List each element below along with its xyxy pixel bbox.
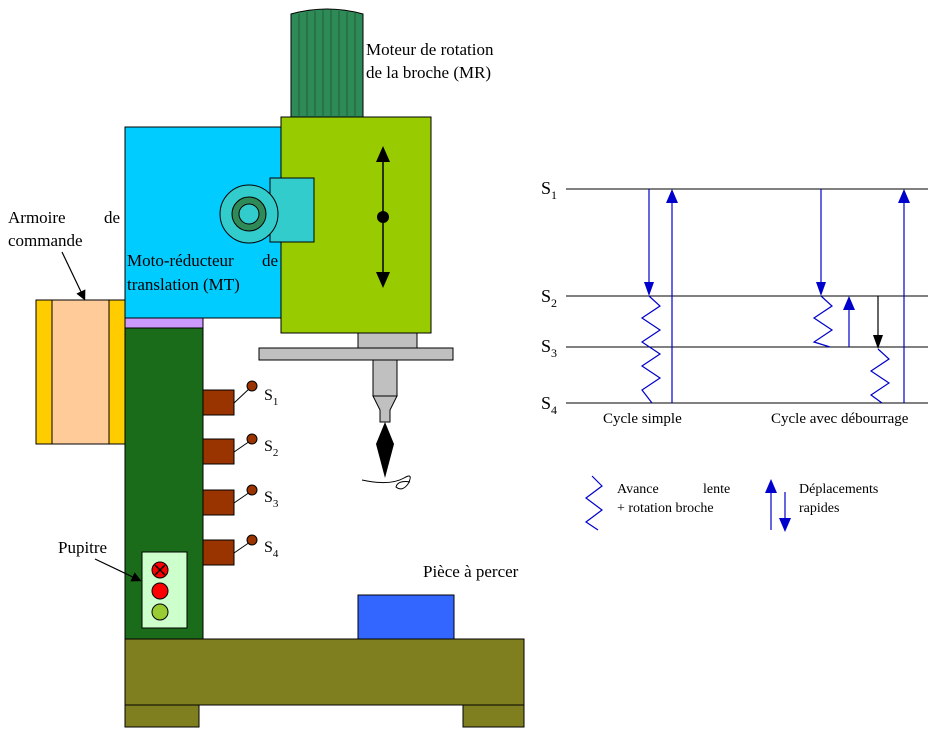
cabinet-label-de: de	[104, 208, 120, 227]
control-cabinet	[35, 299, 126, 445]
tool-holder	[372, 359, 398, 397]
stop-button-icon	[151, 582, 169, 600]
level-label-s4: S4	[541, 393, 557, 417]
cabinet-label-line2: commande	[8, 231, 83, 250]
level-label-s1: S1	[541, 178, 557, 202]
legend-slow-line1b: lente	[703, 482, 730, 497]
level-label-s2: S2	[541, 286, 557, 310]
sensor-label-s4: S4	[264, 539, 279, 560]
start-button-icon	[151, 603, 169, 621]
legend-rapid-line2: rapides	[799, 501, 839, 516]
level-label-s3: S3	[541, 336, 557, 360]
cabinet-callout-arrow	[61, 251, 86, 301]
reducer-label-line2: translation (MT)	[127, 275, 240, 294]
simple-cycle-path	[640, 189, 678, 404]
workpiece-label: Pièce à percer	[423, 562, 519, 581]
sensor-s2	[202, 433, 258, 465]
column-slide-strip	[124, 317, 204, 329]
sensor-s3	[202, 484, 258, 516]
sensor-s4	[202, 534, 258, 566]
control-console	[141, 551, 188, 629]
legend-slow-line2: + rotation broche	[617, 501, 714, 516]
drill-chip-curl	[361, 475, 411, 490]
machine-base	[124, 638, 525, 706]
sensor-label-s3: S3	[264, 489, 279, 510]
base-foot-left	[124, 704, 200, 728]
legend-rapid-line1: Déplacements	[799, 482, 878, 497]
spindle-nose	[357, 332, 418, 349]
head-travel-arrow	[376, 146, 390, 288]
base-foot-right	[462, 704, 525, 728]
sensor-label-s2: S2	[264, 438, 278, 459]
legend-slow-line1: Avance	[617, 482, 659, 497]
legend-slow-feed-icon	[584, 475, 603, 531]
reducer-label-de: de	[262, 251, 278, 270]
simple-cycle-label: Cycle simple	[603, 411, 682, 427]
deburr-cycle-path	[812, 189, 910, 404]
drill-bit	[376, 422, 394, 478]
cabinet-label-line1: Armoire	[8, 208, 66, 227]
reducer-label-line1: Moto-réducteur	[127, 251, 234, 270]
spindle-motor	[290, 8, 364, 118]
spindle-plate	[258, 347, 454, 361]
workpiece	[357, 594, 455, 640]
console-label: Pupitre	[58, 538, 107, 557]
sensor-s1	[202, 380, 258, 416]
deburr-cycle-label: Cycle avec débourrage	[771, 411, 909, 427]
legend-rapid-icon	[765, 479, 791, 532]
sensor-label-s1: S1	[264, 387, 278, 408]
tool-taper	[372, 395, 398, 423]
motor-label-line2: de la broche (MR)	[366, 63, 491, 82]
motor-label-line1: Moteur de rotation	[366, 40, 494, 59]
console-callout-arrow	[94, 558, 142, 582]
reducer-motor-inner	[238, 203, 260, 225]
